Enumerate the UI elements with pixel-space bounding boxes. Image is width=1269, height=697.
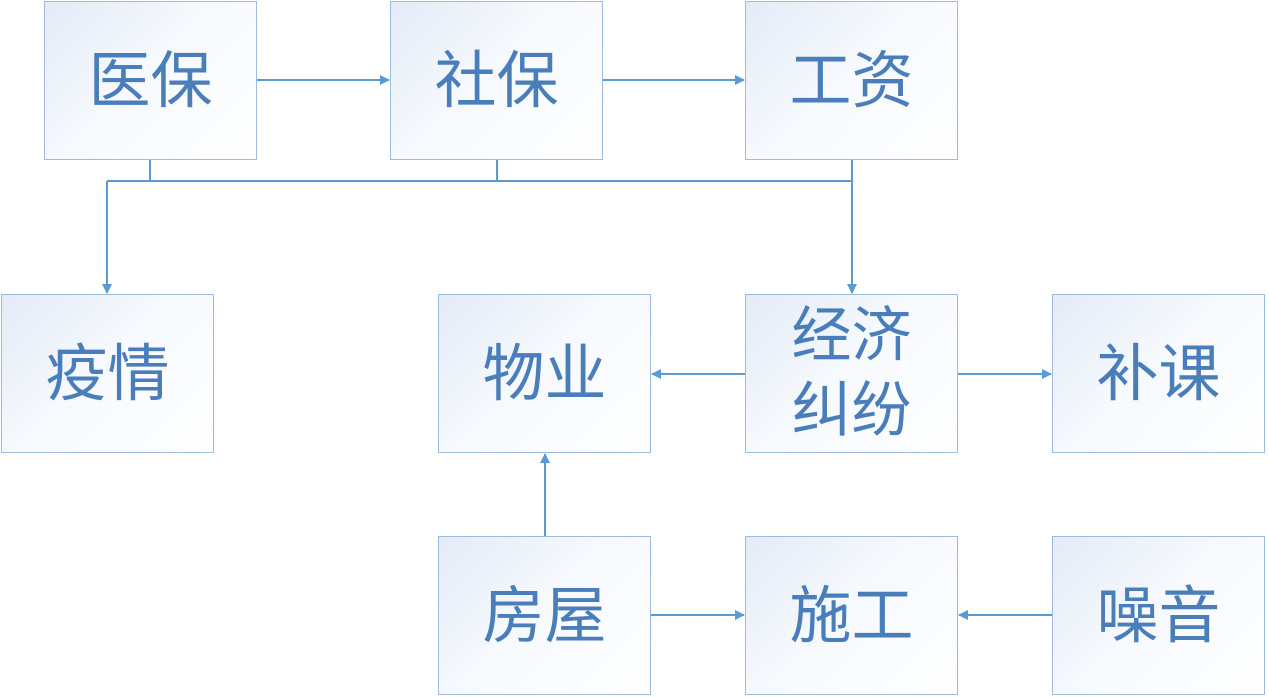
node-label: 施工	[789, 578, 914, 652]
node-gongzi: 工资	[745, 1, 958, 160]
node-wuye: 物业	[438, 294, 651, 453]
node-yibao: 医保	[44, 1, 257, 160]
node-label: 噪音	[1096, 578, 1221, 652]
node-label: 医保	[88, 43, 213, 117]
node-label: 工资	[789, 43, 914, 117]
node-yiqing: 疫情	[1, 294, 214, 453]
node-label: 疫情	[45, 336, 170, 410]
node-jingji-jiufen: 经济纠纷	[745, 294, 958, 453]
node-label: 物业	[482, 336, 607, 410]
node-label: 补课	[1096, 336, 1221, 410]
node-zaoyin: 噪音	[1052, 536, 1265, 695]
node-buke: 补课	[1052, 294, 1265, 453]
node-label: 社保	[434, 43, 559, 117]
node-shigong: 施工	[745, 536, 958, 695]
node-shebao: 社保	[390, 1, 603, 160]
node-label: 经济纠纷	[791, 300, 912, 446]
node-fangwu: 房屋	[438, 536, 651, 695]
node-label: 房屋	[482, 578, 607, 652]
